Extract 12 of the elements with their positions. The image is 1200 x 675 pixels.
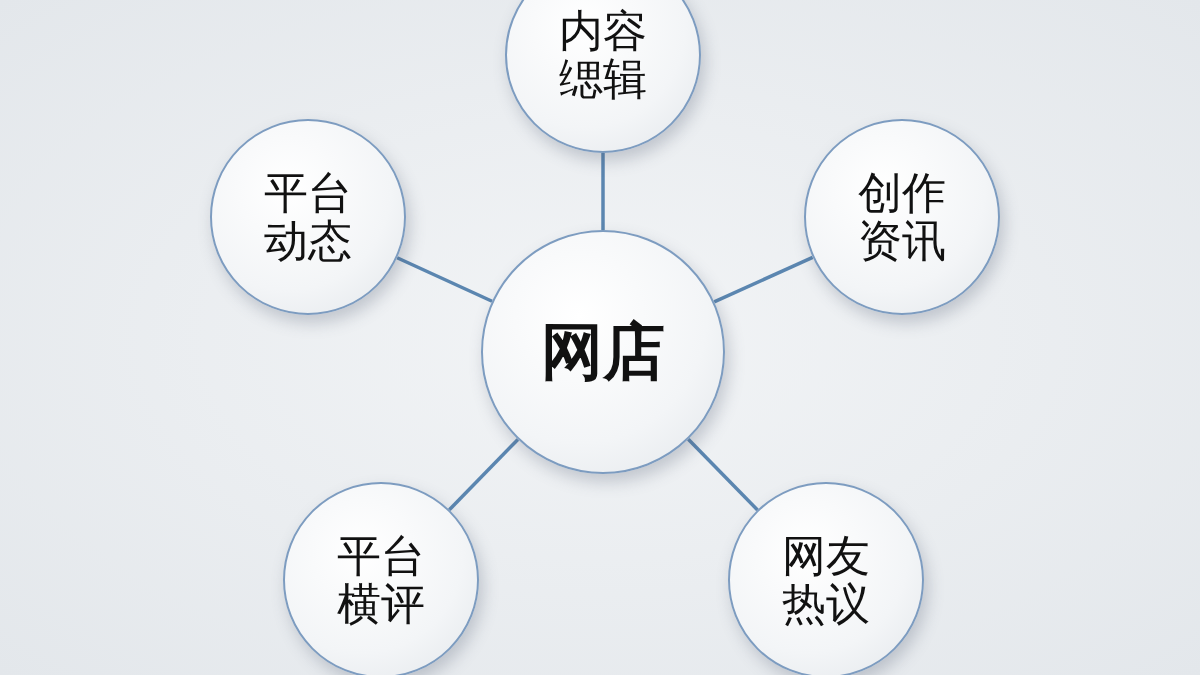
node-label: 内容缌辑 — [559, 6, 647, 104]
connector-line — [448, 438, 520, 511]
node-label: 网友热议 — [782, 531, 870, 629]
connector-line — [396, 256, 493, 303]
node-label: 创作资讯 — [858, 168, 946, 266]
connector-line — [687, 438, 759, 512]
topic-circle — [505, 0, 701, 153]
connector-line — [713, 255, 814, 304]
node-label: 网店 — [540, 317, 666, 387]
node-label: 平台动态 — [264, 168, 352, 266]
connector-line — [601, 153, 605, 230]
node-label: 平台横评 — [337, 531, 425, 629]
